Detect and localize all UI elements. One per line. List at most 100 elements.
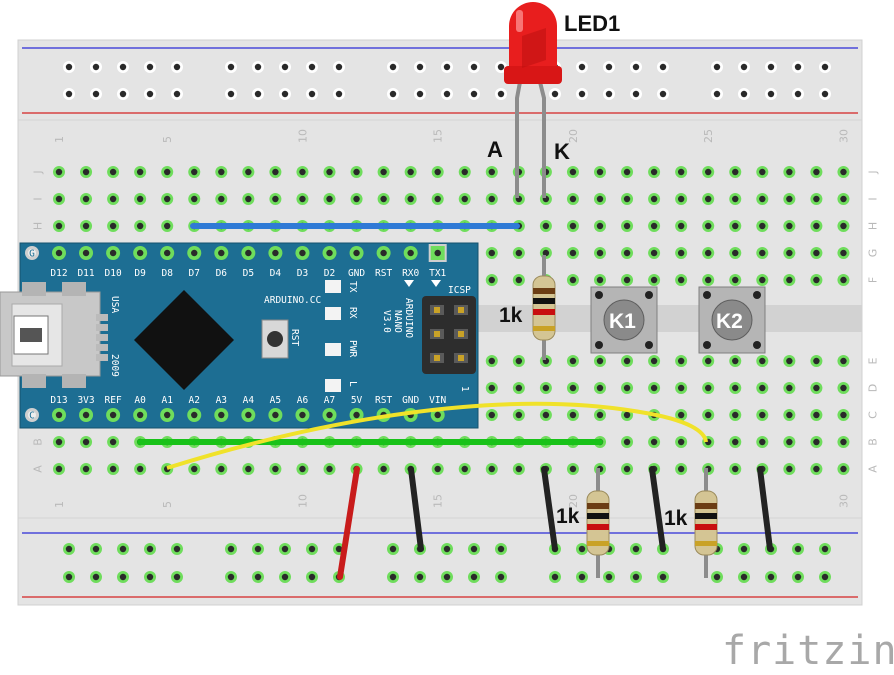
breadboard-hole <box>296 166 309 178</box>
breadboard-hole <box>756 274 769 286</box>
reset-button[interactable] <box>261 319 289 359</box>
rail-hole <box>657 571 669 583</box>
rail-hole <box>144 571 156 583</box>
breadboard-hole <box>215 193 228 205</box>
rail-hole <box>225 571 237 583</box>
breadboard-hole <box>431 166 444 178</box>
rail-hole <box>495 543 507 555</box>
breadboard-hole <box>729 193 742 205</box>
led-anode-label: A <box>487 137 503 162</box>
breadboard-hole <box>837 409 850 421</box>
breadboard-hole <box>107 166 120 178</box>
breadboard-hole <box>675 409 688 421</box>
breadboard-hole <box>53 193 65 205</box>
breadboard-hole <box>566 274 579 286</box>
breadboard-hole <box>107 220 120 232</box>
row-letter: D <box>867 384 880 392</box>
nano-pin <box>160 408 175 422</box>
nano-pin-label: D8 <box>161 268 173 279</box>
rail-hole <box>765 88 777 100</box>
rail-hole <box>576 571 588 583</box>
breadboard-hole <box>675 193 688 205</box>
breadboard-hole <box>648 220 661 232</box>
breadboard-hole <box>756 355 769 367</box>
column-numbers: 115510101515202025253030 <box>53 129 850 508</box>
rail-hole <box>306 571 318 583</box>
led-name-label: LED1 <box>564 11 620 36</box>
nano-pin <box>52 246 66 260</box>
nano-pin-label: D2 <box>324 268 335 279</box>
rail-hole <box>306 88 318 100</box>
breadboard-hole <box>837 436 850 448</box>
nano-pin-label: VIN <box>429 395 446 406</box>
pin1-marker-icsp <box>404 280 414 287</box>
breadboard-hole <box>404 166 417 178</box>
black-wire-2 <box>541 466 558 552</box>
nano-pin <box>133 246 148 260</box>
row-letter: G <box>867 249 880 258</box>
breadboard-hole <box>810 382 823 394</box>
breadboard-hole <box>621 193 634 205</box>
rail-hole <box>711 88 723 100</box>
breadboard-hole <box>539 409 552 421</box>
nano-pin-label: D9 <box>134 268 146 279</box>
breadboard-hole <box>594 247 606 259</box>
breadboard-hole <box>675 355 688 367</box>
pushbutton-k2[interactable] <box>698 286 766 354</box>
breadboard-hole <box>675 463 688 475</box>
resistor-r1 <box>532 255 556 360</box>
breadboard-hole <box>810 274 823 286</box>
rail-hole <box>711 61 723 73</box>
breadboard-hole <box>621 382 634 394</box>
breadboard-hole <box>729 166 742 178</box>
breadboard-hole <box>810 436 823 448</box>
breadboard-hole <box>431 463 444 475</box>
rail-hole <box>90 543 102 555</box>
nano-pin-label: RX0 <box>402 268 419 279</box>
nano-pin <box>376 246 391 260</box>
breadboard-hole <box>837 247 850 259</box>
breadboard-hole <box>702 274 715 286</box>
nano-pin: C <box>25 408 39 422</box>
breadboard-hole <box>702 220 715 232</box>
nano-rst-label: RST <box>289 329 300 346</box>
rail-hole <box>576 543 588 555</box>
breadboard-hole <box>539 382 552 394</box>
nano-pin-label: RST <box>375 268 392 279</box>
nano-pin <box>160 246 175 260</box>
pushbutton-k1-label: K1 <box>609 310 636 333</box>
row-letter: F <box>867 277 880 283</box>
breadboard-hole <box>783 166 796 178</box>
breadboard-hole <box>594 220 606 232</box>
rail-hole <box>63 88 75 100</box>
breadboard-hole <box>756 166 769 178</box>
rail-hole <box>171 61 183 73</box>
rail-hole <box>225 543 237 555</box>
rail-hole <box>468 61 480 73</box>
breadboard-hole <box>702 193 715 205</box>
breadboard-hole <box>621 220 634 232</box>
pushbutton-k1[interactable] <box>590 286 658 354</box>
breadboard-hole <box>729 463 742 475</box>
breadboard-hole <box>756 193 769 205</box>
breadboard-hole <box>621 274 634 286</box>
breadboard-hole <box>648 355 661 367</box>
nano-pin-label: D5 <box>243 268 254 279</box>
breadboard-hole <box>648 247 661 259</box>
breadboard-hole <box>161 166 174 178</box>
rail-hole <box>279 543 291 555</box>
breadboard-hole <box>621 166 634 178</box>
black-wire-4 <box>757 466 773 552</box>
rail-hole <box>414 571 426 583</box>
rail-hole <box>144 543 156 555</box>
breadboard-hole <box>431 193 444 205</box>
breadboard-hole <box>594 355 606 367</box>
nano-model-line2: NANO <box>392 310 403 333</box>
breadboard-hole <box>512 247 525 259</box>
nano-pin-label: TX1 <box>429 268 446 279</box>
rail-hole <box>117 543 129 555</box>
breadboard-hole <box>783 274 796 286</box>
breadboard-hole <box>648 436 661 448</box>
breadboard-hole <box>837 193 850 205</box>
rail-hole <box>171 88 183 100</box>
